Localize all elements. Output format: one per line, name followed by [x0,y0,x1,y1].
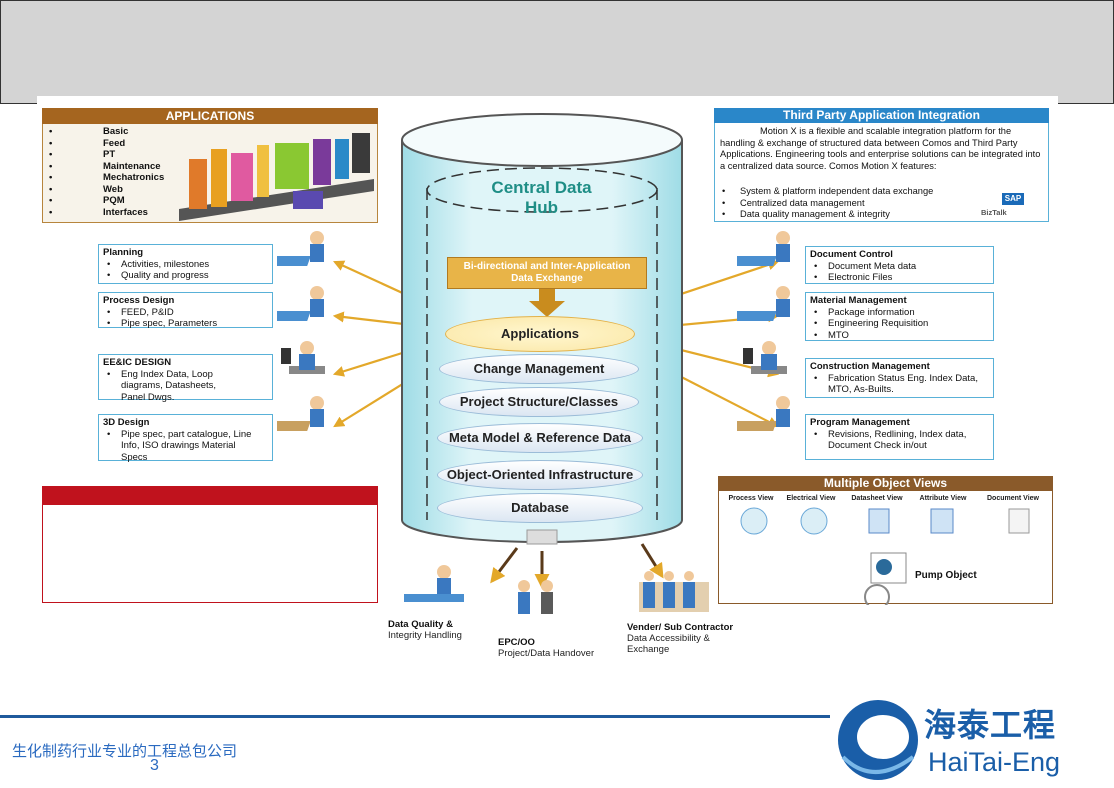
layer-infrastructure: Object-Oriented Infrastructure [437,460,643,490]
person-icon [639,571,709,612]
bottom-people-icons [404,565,709,614]
feature-item: •Centralized data management [722,197,865,208]
attribute-view-icon [930,508,954,534]
layer-applications: Applications [445,316,635,352]
app-item: Basic [43,126,164,138]
user-icons-left [277,231,325,431]
applications-panel: APPLICATIONS Basic Feed PT Maintenance M… [42,108,378,223]
person-icon [743,341,787,374]
haitai-logo-icon [838,700,918,780]
view-label: Datasheet View [851,495,903,502]
arrow-down-quality [490,547,519,584]
app-item: Feed [43,138,164,150]
view-label: Process View [728,495,774,502]
footer-line [0,715,830,718]
app-item: Web [43,184,164,196]
down-arrow-icon [529,289,565,317]
app-item: PQM [43,195,164,207]
document-control-box: Document Control Document Meta dataElect… [805,246,994,284]
app-item: Interfaces [43,207,164,219]
object-views-panel: Multiple Object Views Process View Elect… [718,476,1053,605]
3d-design-box: 3D Design Pipe spec, part catalogue, Lin… [98,414,273,463]
person-icon [518,580,553,614]
document-view-icon [1008,508,1030,534]
app-item: Mechatronics [43,172,164,184]
person-icon [737,286,790,321]
applications-header: APPLICATIONS [42,108,378,124]
datasheet-view-icon [868,508,890,534]
slide-title-bar [0,0,1114,104]
sap-logo: SAP [1002,193,1024,205]
view-label: Electrical View [786,495,836,502]
process-view-icon [740,507,768,535]
data-quality-label: Data Quality &Integrity Handling [388,619,462,641]
biztalk-logo: BizTalk [981,208,1007,217]
eeic-design-box: EE&IC DESIGN Eng Index Data, Loop diagra… [98,354,273,403]
person-icon [277,286,324,321]
application-modules-graphic [179,133,374,221]
third-party-header: Third Party Application Integration [714,108,1049,123]
person-icon [737,231,790,266]
logo-english-text: HaiTai-Eng [928,747,1061,777]
layer-database: Database [437,493,643,523]
person-icon [277,231,324,266]
third-party-panel: Third Party Application Integration Moti… [714,108,1049,222]
view-label: Document View [987,495,1039,502]
third-party-features: •System & platform independent data exch… [720,186,990,221]
layer-project-structure: Project Structure/Classes [439,387,639,417]
program-management-box: Program Management Revisions, Redlining,… [805,414,994,460]
person-icon [404,565,464,602]
object-views-header: Multiple Object Views [718,476,1053,491]
pump-object-label: Pump Object [915,570,977,581]
view-label: Attribute View [919,495,967,502]
person-icon [737,396,790,431]
red-note-box [42,486,378,603]
feature-item: •Data quality management & integrity [722,209,890,219]
logo-chinese-text: 海泰工程 [924,706,1057,744]
feature-item: •System & platform independent data exch… [722,186,934,196]
data-exchange-banner: Bi-directional and Inter-Application Dat… [447,257,647,289]
construction-management-box: Construction Management Fabrication Stat… [805,358,994,398]
applications-list: Basic Feed PT Maintenance Mechatronics W… [43,126,164,218]
hub-title: Central Data Hub [491,178,592,217]
magnifier-icon [864,584,890,605]
diagram-canvas: APPLICATIONS Basic Feed PT Maintenance M… [37,96,1058,659]
person-icon [281,341,325,374]
planning-box: Planning Activities, milestonesQuality a… [98,244,273,284]
app-item: Maintenance [43,161,164,173]
person-icon [277,396,324,431]
electrical-view-icon [800,507,828,535]
user-icons-right [737,231,790,431]
third-party-description: Motion X is a flexible and scalable inte… [720,126,1041,171]
layer-meta-model: Meta Model & Reference Data [437,423,643,453]
layer-change-management: Change Management [439,354,639,384]
page-number: 3 [150,757,159,774]
app-item: PT [43,149,164,161]
arrow-down-vendor [640,543,664,579]
object-views-graphics [740,507,1030,605]
material-management-box: Material Management Package informationE… [805,292,994,341]
process-design-box: Process Design FEED, P&IDPipe spec, Para… [98,292,273,329]
footer-company-text: 生化制药行业专业的工程总包公司 [12,742,238,760]
